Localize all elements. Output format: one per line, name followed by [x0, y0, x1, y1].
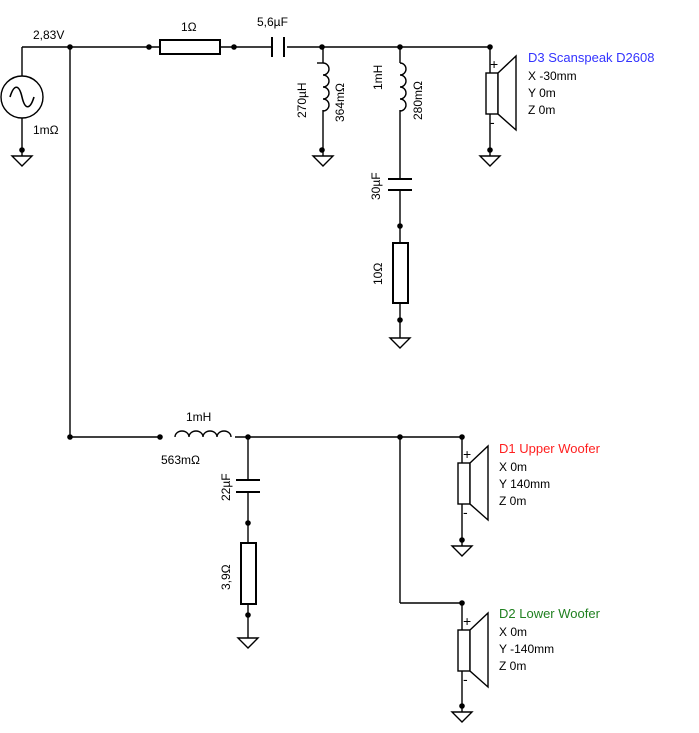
d3-plus-label: + [490, 56, 498, 72]
junction-dots [19, 44, 493, 709]
d2-x-label: X 0m [499, 625, 527, 639]
d2-y-label: Y -140mm [499, 642, 554, 656]
series-capacitor-5.6uf [271, 37, 285, 57]
speaker-d1-icon [457, 444, 489, 522]
notch-capacitor-label: 30µF [369, 172, 383, 200]
inductor-270uh-value-label: 270µH [295, 82, 309, 118]
series-resistor-1ohm [159, 39, 221, 55]
d1-x-label: X 0m [499, 460, 527, 474]
d1-plus-label: + [463, 446, 471, 462]
ground-icon [388, 332, 412, 349]
series-inductor-1mh-woofer [174, 430, 232, 438]
ground-icon [478, 150, 502, 167]
ground-icon [236, 632, 260, 649]
inductor-1mh-resistance-label: 280mΩ [411, 81, 425, 120]
notch-resistor-10ohm [392, 242, 409, 304]
woofer-inductor-value-label: 1mH [186, 410, 211, 424]
shunt-resistor-label: 3,9Ω [219, 564, 233, 590]
source-voltage-label: 2,83V [33, 28, 64, 42]
shunt-capacitor-22uf [236, 479, 260, 493]
series-resistor-label: 1Ω [181, 20, 197, 34]
notch-resistor-label: 10Ω [371, 263, 385, 285]
d3-name-label: D3 Scanspeak D2608 [528, 50, 654, 65]
inductor-1mh-value-label: 1mH [371, 65, 385, 90]
d1-z-label: Z 0m [499, 494, 526, 508]
notch-capacitor-30uf [388, 178, 412, 191]
d2-plus-label: + [463, 613, 471, 629]
d3-y-label: Y 0m [528, 86, 556, 100]
d3-x-label: X -30mm [528, 69, 577, 83]
inductor-270uh-resistance-label: 364mΩ [333, 83, 347, 122]
shunt-inductor-1mh [399, 62, 407, 112]
woofer-inductor-resistance-label: 563mΩ [161, 453, 200, 467]
ground-icon [311, 150, 335, 167]
d3-z-label: Z 0m [528, 103, 555, 117]
d1-y-label: Y 140mm [499, 477, 550, 491]
ground-symbols [10, 150, 502, 723]
voltage-source [0, 75, 44, 119]
d2-minus-label: - [463, 671, 468, 687]
source-resistance-label: 1mΩ [33, 123, 59, 137]
ground-icon [450, 706, 474, 723]
shunt-resistor-3.9ohm [240, 542, 257, 605]
shunt-capacitor-label: 22µF [219, 473, 233, 501]
d3-minus-label: - [490, 114, 495, 130]
wires [21, 46, 491, 706]
d2-z-label: Z 0m [499, 659, 526, 673]
d1-name-label: D1 Upper Woofer [499, 441, 601, 456]
speaker-d2-icon [457, 611, 489, 689]
ground-icon [450, 540, 474, 557]
ground-icon [10, 150, 34, 167]
series-capacitor-label: 5,6µF [257, 15, 288, 29]
speaker-d3-icon [485, 54, 517, 132]
d2-name-label: D2 Lower Woofer [499, 606, 601, 621]
shunt-inductor-270uh [317, 62, 330, 112]
d1-minus-label: - [463, 504, 468, 520]
